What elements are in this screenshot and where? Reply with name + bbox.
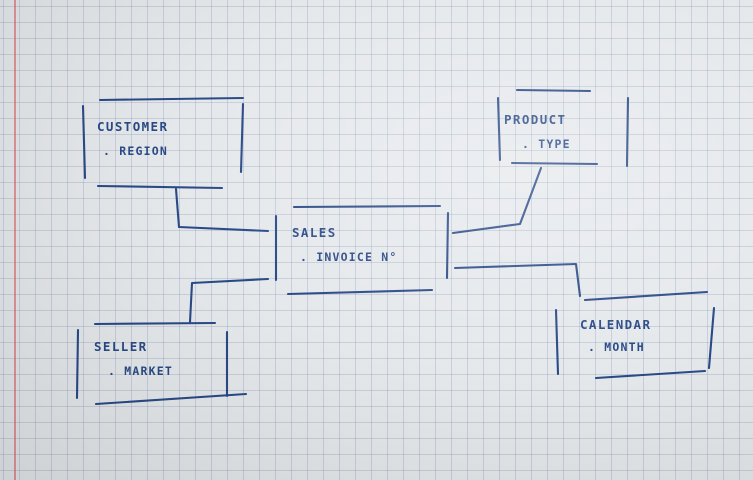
- customer-title: CUSTOMER: [97, 119, 168, 134]
- margin-line: [14, 0, 16, 480]
- customer-box-outline: [81, 96, 245, 190]
- entity-calendar: CALENDAR . MONTH: [554, 290, 716, 380]
- link-calendar-sales: [453, 262, 582, 298]
- seller-title: SELLER: [94, 339, 148, 354]
- entity-customer: CUSTOMER . REGION: [81, 96, 245, 190]
- calendar-box-outline: [554, 290, 716, 380]
- product-field: . TYPE: [522, 137, 571, 151]
- product-title: PRODUCT: [504, 112, 566, 127]
- seller-field: . MARKET: [108, 364, 173, 378]
- link-customer-sales: [174, 187, 270, 233]
- link-seller-sales: [188, 277, 270, 324]
- entity-product: PRODUCT . TYPE: [496, 88, 630, 168]
- calendar-field: . MONTH: [588, 340, 645, 354]
- calendar-title: CALENDAR: [580, 317, 651, 332]
- entity-seller: SELLER . MARKET: [75, 321, 248, 406]
- sales-title: SALES: [292, 225, 337, 240]
- sales-field: . INVOICE N°: [300, 250, 397, 264]
- sales-box-outline: [274, 204, 450, 296]
- customer-field: . REGION: [103, 144, 168, 158]
- product-box-outline: [496, 88, 630, 168]
- link-product-sales: [451, 166, 543, 235]
- seller-box-outline: [75, 321, 248, 406]
- entity-sales: SALES . INVOICE N°: [274, 204, 450, 296]
